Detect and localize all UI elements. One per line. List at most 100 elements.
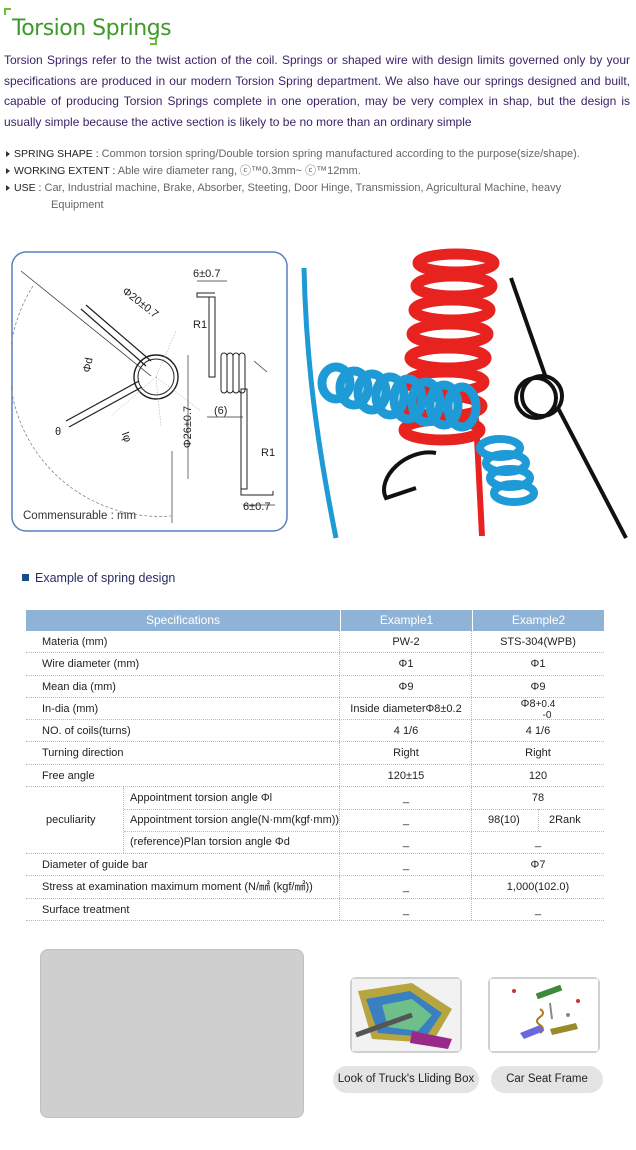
row-label: Stress at examination maximum moment (N/…	[42, 881, 313, 894]
spec-table: Specifications Example1 Example2 Materia…	[26, 610, 604, 921]
column-divider	[471, 720, 472, 742]
example2-value: STS-304(WPB)	[500, 636, 576, 648]
dim-coil-pitch: (6)	[214, 405, 228, 417]
page-title-block: Torsion Springs	[4, 8, 172, 48]
peculiarity-row-label: Appointment torsion angle(N·mm(kgf·mm))	[130, 814, 340, 827]
dim-wire-diameter: Φd	[81, 356, 96, 374]
example2-value: Φ1	[530, 658, 546, 671]
thumb-car-seat-frame[interactable]	[488, 977, 600, 1053]
header-example2: Example2	[472, 610, 604, 631]
intro-paragraph: Torsion Springs refer to the twist actio…	[4, 53, 630, 129]
tolerance-plus: +0.4	[535, 698, 556, 710]
table-row: Surface treatment _ _	[26, 898, 604, 921]
table-row: NO. of coils(turns) 4 1/6 4 1/6	[26, 720, 604, 743]
peculiarity-row-label: Appointment torsion angle Φl	[130, 792, 273, 805]
column-divider	[339, 742, 340, 764]
spec-list: SPRING SHAPE : Common torsion spring/Dou…	[6, 146, 632, 214]
spec-value: Car, Industrial machine, Brake, Absorber…	[44, 182, 562, 194]
truck-part-illustration	[352, 979, 460, 1051]
bullet-arrow-icon	[6, 168, 10, 174]
row-label: In-dia (mm)	[42, 702, 99, 715]
title-corner-top-left	[4, 8, 11, 15]
column-divider	[471, 653, 472, 675]
column-divider	[471, 697, 472, 720]
column-divider	[471, 631, 472, 653]
column-divider	[471, 787, 472, 854]
column-divider	[339, 675, 340, 697]
peculiarity-label: peculiarity	[46, 814, 96, 827]
springs-photo	[296, 238, 636, 548]
spec-value-continued: Equipment	[51, 199, 104, 211]
caption-car-seat-frame[interactable]: Car Seat Frame	[491, 1066, 603, 1093]
row-label: Turning direction	[42, 747, 124, 760]
spec-value: Able wire diameter rang, ⓒ™0.3mm~ ⓒ™12mm…	[117, 165, 361, 177]
caption-truck-sliding-box[interactable]: Look of Truck's Lliding Box	[333, 1066, 479, 1093]
table-row: Mean dia (mm) Φ9 Φ9	[26, 675, 604, 698]
example2-value: Right	[525, 747, 551, 760]
example1-value: Φ9	[398, 680, 414, 693]
title-corner-bottom-right	[150, 38, 157, 45]
row-label: Mean dia (mm)	[42, 680, 116, 693]
spec-label: SPRING SHAPE :	[14, 148, 99, 160]
spec-item-working-extent: WORKING EXTENT : Able wire diameter rang…	[6, 163, 632, 180]
table-row: Stress at examination maximum moment (N/…	[26, 876, 604, 899]
spec-label: USE :	[14, 182, 42, 194]
dim-theta: θ	[55, 426, 62, 438]
row-label: NO. of coils(turns)	[42, 725, 131, 738]
in-dia-base: Φ8	[520, 697, 536, 710]
table-header: Specifications Example1 Example2	[26, 610, 604, 631]
example-heading-text: Example of spring design	[35, 571, 176, 585]
row-label: Diameter of guide bar	[42, 859, 148, 872]
spec-value: Common torsion spring/Double torsion spr…	[101, 148, 580, 160]
example2-value: Φ7	[530, 859, 546, 872]
tolerance-minus: -0	[542, 709, 552, 721]
column-divider	[339, 697, 340, 720]
table-row: In-dia (mm) Inside diameterΦ8±0.2 Φ8+0.4…	[26, 697, 604, 721]
example2-value: 98(10)	[488, 814, 520, 827]
drawing-canvas	[11, 251, 288, 532]
table-row: Turning direction Right Right	[26, 742, 604, 765]
example2-value: 1,000(102.0)	[506, 881, 570, 894]
row-label: Surface treatment	[42, 903, 130, 916]
example1-value: _	[402, 903, 410, 916]
example2-value: Φ8+0.4 -0	[472, 697, 604, 721]
column-divider	[339, 787, 340, 854]
example1-value: Φ1	[398, 658, 414, 671]
seat-frame-illustration	[490, 979, 598, 1051]
thumb-truck-sliding-box[interactable]	[350, 977, 462, 1053]
spec-item-use: USE : Car, Industrial machine, Brake, Ab…	[6, 180, 632, 214]
example-heading: Example of spring design	[22, 571, 175, 585]
column-divider	[471, 742, 472, 764]
column-divider	[339, 876, 340, 898]
bullet-arrow-icon	[6, 151, 10, 157]
column-divider	[471, 675, 472, 697]
table-row: Diameter of guide bar _ Φ7	[26, 854, 604, 877]
example1-value: _	[402, 814, 410, 827]
row-label: Materia (mm)	[42, 636, 108, 648]
units-note: Commensurable : mm	[23, 510, 137, 522]
column-divider	[339, 653, 340, 675]
column-divider	[471, 854, 472, 876]
example2-value: 78	[531, 792, 545, 805]
column-divider	[471, 764, 472, 787]
row-label: Free angle	[42, 769, 95, 782]
example1-value: _	[402, 881, 410, 894]
example1-value: Inside diameterΦ8±0.2	[350, 702, 462, 715]
row-label: Wire diameter (mm)	[42, 658, 140, 671]
image-placeholder-panel	[40, 949, 304, 1118]
springs-illustration	[301, 248, 628, 539]
row-divider	[124, 809, 604, 811]
table-row: Materia (mm) PW-2 STS-304(WPB)	[26, 631, 604, 654]
column-divider	[471, 876, 472, 898]
table-row: Wire diameter (mm) Φ1 Φ1	[26, 653, 604, 676]
column-divider	[123, 787, 124, 854]
example2-value: Φ9	[530, 680, 546, 693]
dim-radius-bottom: R1	[261, 447, 276, 459]
peculiarity-row-label: (reference)Plan torsion angle Φd	[130, 836, 290, 849]
example1-value: PW-2	[392, 636, 420, 648]
table-row: Free angle 120±15 120	[26, 764, 604, 788]
example2-value: _	[534, 903, 542, 916]
column-divider	[339, 898, 340, 920]
bullet-arrow-icon	[6, 185, 10, 191]
square-bullet-icon	[22, 574, 29, 581]
